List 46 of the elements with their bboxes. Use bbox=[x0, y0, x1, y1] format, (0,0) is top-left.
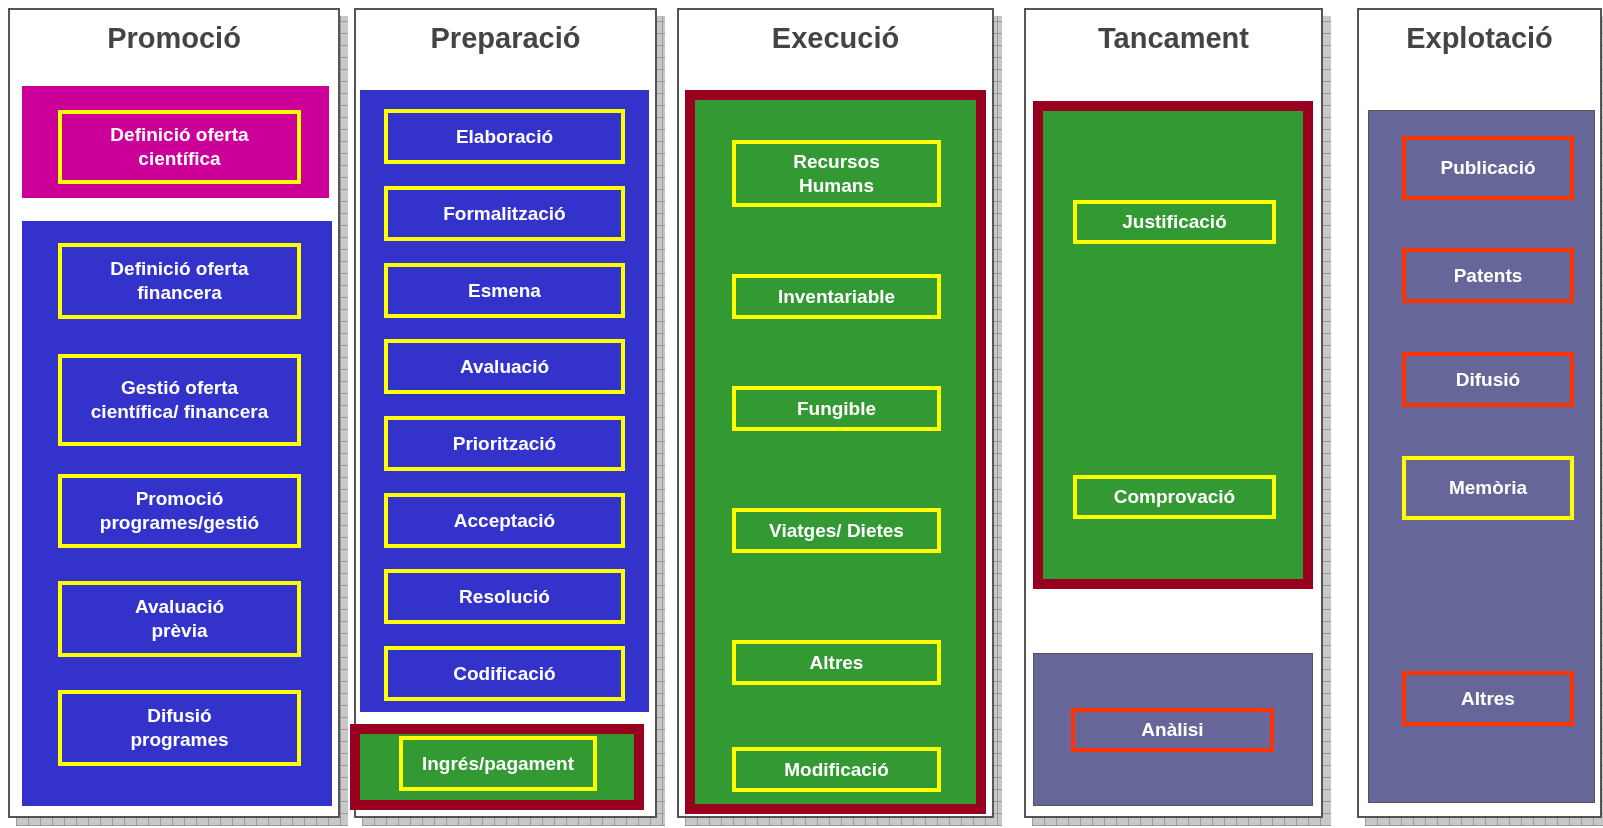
task-box: Elaboració bbox=[384, 109, 625, 164]
task-box: Formalització bbox=[384, 186, 625, 241]
column-title: Execució bbox=[770, 21, 901, 56]
task-box: Avaluació bbox=[384, 339, 625, 394]
task-box: Memòria bbox=[1402, 456, 1574, 520]
phase-column bbox=[8, 8, 340, 818]
column-title: Explotació bbox=[1405, 21, 1554, 56]
task-box: Recursos Humans bbox=[732, 140, 941, 207]
task-box: Viatges/ Dietes bbox=[732, 508, 941, 553]
group-panel bbox=[22, 221, 332, 806]
task-box: Justificació bbox=[1073, 200, 1276, 244]
phase-column bbox=[1357, 8, 1602, 818]
task-box: Difusió programes bbox=[58, 690, 301, 766]
task-box: Inventariable bbox=[732, 274, 941, 319]
task-box: Resolució bbox=[384, 569, 625, 624]
column-title: Promoció bbox=[106, 21, 242, 56]
group-panel bbox=[350, 724, 644, 810]
task-box: Promoció programes/gestió bbox=[58, 474, 301, 548]
task-box: Gestió oferta científica/ financera bbox=[58, 354, 301, 446]
task-box: Definició oferta financera bbox=[58, 243, 301, 319]
task-box: Patents bbox=[1402, 248, 1574, 303]
task-box: Anàlisi bbox=[1071, 708, 1274, 752]
task-box: Ingrés/pagament bbox=[399, 736, 597, 791]
task-box: Priorització bbox=[384, 416, 625, 471]
task-box: Publicació bbox=[1402, 136, 1574, 200]
phase-column bbox=[677, 8, 994, 818]
group-panel bbox=[685, 90, 986, 814]
group-panel bbox=[360, 90, 649, 712]
task-box: Comprovació bbox=[1073, 475, 1276, 519]
task-box: Fungible bbox=[732, 386, 941, 431]
task-box: Altres bbox=[732, 640, 941, 685]
task-box: Definició oferta científica bbox=[58, 110, 301, 184]
phase-column bbox=[1024, 8, 1323, 818]
group-panel bbox=[1368, 110, 1595, 803]
group-panel bbox=[1033, 101, 1313, 589]
task-box: Modificació bbox=[732, 747, 941, 792]
group-panel bbox=[1033, 653, 1313, 806]
task-box: Difusió bbox=[1402, 352, 1574, 407]
column-title: Preparació bbox=[429, 21, 582, 56]
task-box: Acceptació bbox=[384, 493, 625, 548]
task-box: Avaluació prèvia bbox=[58, 581, 301, 657]
task-box: Altres bbox=[1402, 671, 1574, 726]
task-box: Esmena bbox=[384, 263, 625, 318]
task-box: Codificació bbox=[384, 646, 625, 701]
group-panel bbox=[22, 86, 329, 198]
column-title: Tancament bbox=[1097, 21, 1250, 56]
